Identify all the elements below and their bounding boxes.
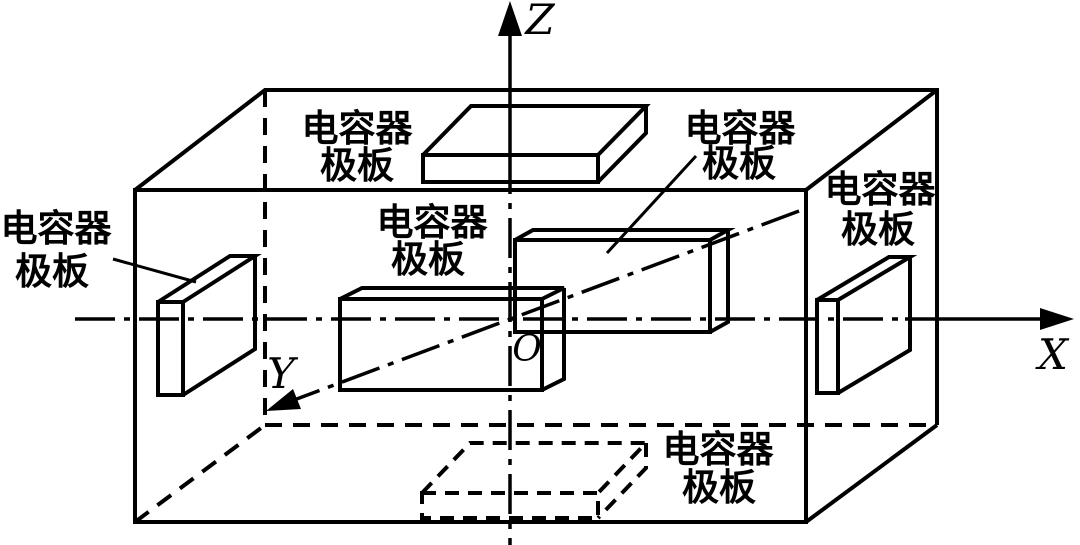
outer-box-hidden-edges [133, 90, 937, 524]
label-front-center-plate-line2: 极板 [391, 238, 465, 281]
y-axis: Y [266, 209, 800, 411]
label-back-center-plate-line2: 极板 [702, 142, 776, 185]
back-center-plate [513, 228, 736, 334]
bottom-plate [420, 441, 651, 520]
outer-box-visible-edges [133, 88, 939, 524]
label-left-plate: 电容器 极板 [1, 207, 113, 293]
label-back-center-plate: 电容器 极板 [685, 107, 797, 185]
z-axis: Z [498, 0, 555, 545]
origin-label: O [512, 329, 542, 370]
top-plate [421, 104, 651, 184]
label-right-plate: 电容器 极板 [825, 168, 937, 251]
y-axis-arrowhead [266, 389, 301, 411]
x-axis-label: X [1035, 330, 1070, 379]
left-plate [156, 254, 262, 397]
label-bottom-plate: 电容器 极板 [663, 428, 775, 509]
z-axis-label: Z [523, 0, 555, 44]
front-center-plate [338, 286, 566, 392]
back-center-plate-leader-line [605, 154, 698, 255]
label-left-plate-line1: 电容器 [1, 207, 113, 250]
label-front-center-plate: 电容器 极板 [377, 201, 489, 281]
y-axis-label: Y [267, 349, 299, 398]
label-right-plate-line2: 极板 [841, 208, 915, 251]
z-axis-arrowhead [498, 1, 522, 36]
label-front-center-plate-line1: 电容器 [377, 201, 489, 244]
x-axis-arrowhead [1040, 308, 1074, 330]
label-left-plate-line2: 极板 [15, 250, 89, 293]
label-top-plate: 电容器 极板 [302, 107, 414, 187]
label-right-plate-line1: 电容器 [825, 168, 937, 211]
label-back-center-plate-line1: 电容器 [685, 107, 797, 150]
right-plate [815, 255, 918, 395]
label-bottom-plate-line2: 极板 [682, 466, 756, 509]
label-top-plate-line2: 极板 [320, 144, 394, 187]
label-top-plate-line1: 电容器 [302, 107, 414, 150]
x-axis: X [75, 308, 1074, 379]
label-bottom-plate-line1: 电容器 [663, 428, 775, 471]
left-plate-leader-line [112, 257, 197, 284]
